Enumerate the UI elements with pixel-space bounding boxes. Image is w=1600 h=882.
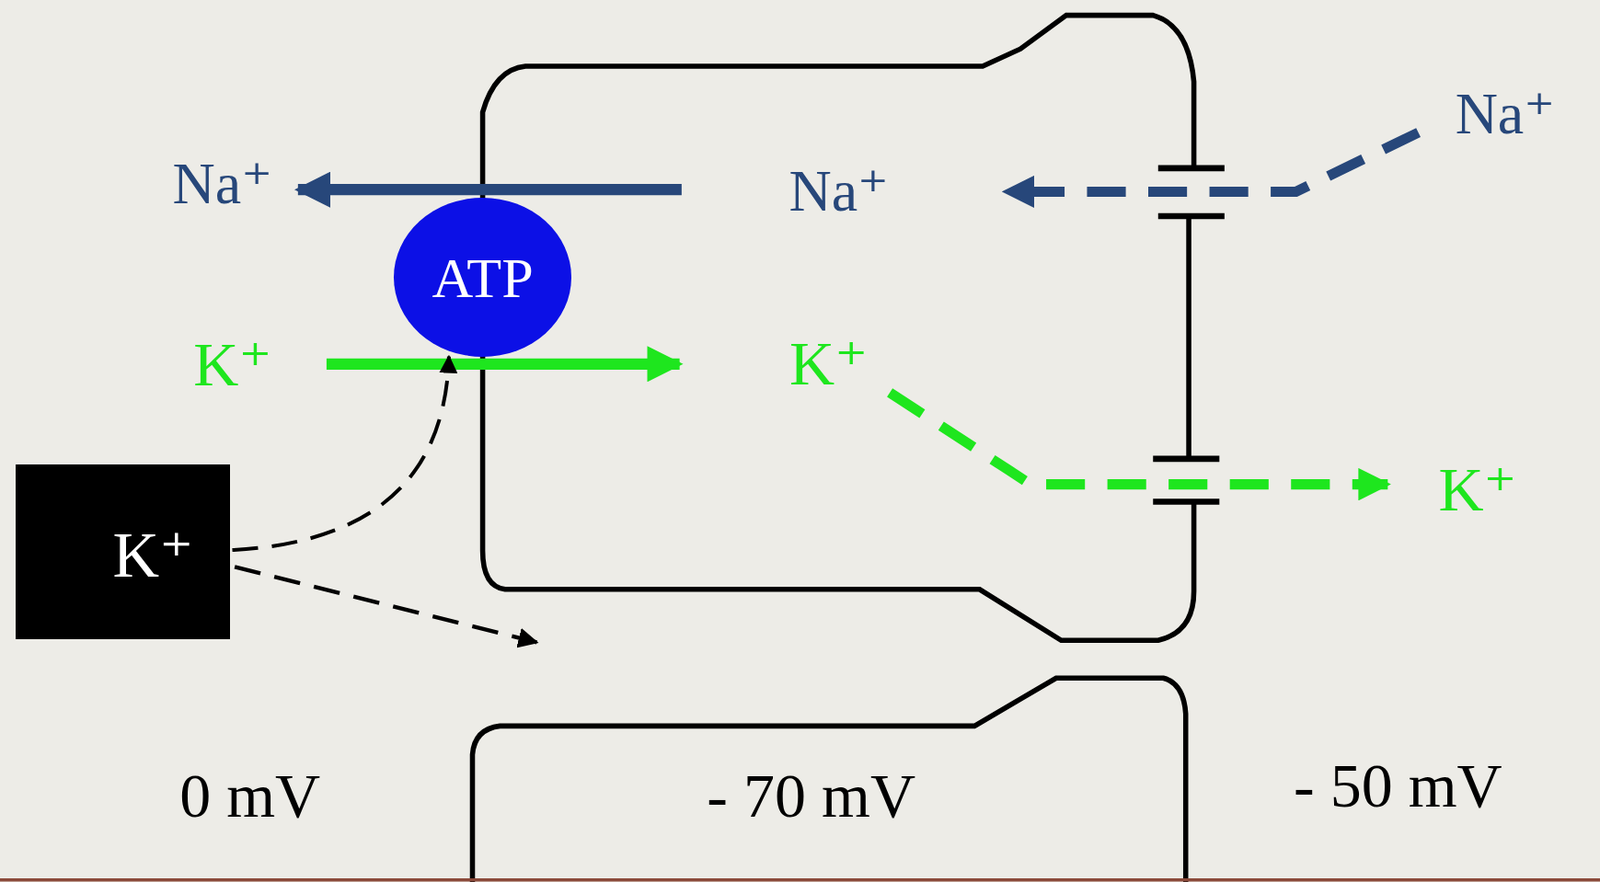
k-diffusion-arrow — [234, 566, 537, 643]
cell-body: Na⁺ K⁺ — [483, 15, 1195, 642]
bottom-rule — [0, 878, 1600, 882]
node-text: Na⁺ — [788, 161, 888, 221]
voltage-label: - 50 mV — [1293, 754, 1503, 818]
k-channel — [1152, 456, 1220, 463]
ion-label: Na⁺ — [1455, 84, 1555, 144]
cell-membrane — [483, 15, 1195, 642]
node-text: - 70 mV — [706, 764, 916, 828]
node-text: K⁺ — [789, 332, 868, 395]
k-efflux-arrow — [889, 392, 1388, 485]
na-channel — [1158, 213, 1225, 220]
ion-label: K⁺ — [193, 333, 272, 396]
ion-label: K⁺ — [1438, 458, 1517, 521]
na-influx-arrow — [1004, 132, 1418, 192]
lower-cell: - 70 mV — [471, 679, 1186, 882]
na-pump-arrow — [298, 184, 682, 196]
potassium-box: K⁺ — [15, 464, 231, 641]
ion-label: Na⁺ — [172, 154, 273, 214]
atp-pump: ATP — [393, 197, 572, 357]
cell-membrane — [1185, 216, 1192, 460]
na-channel — [1158, 165, 1225, 173]
voltage-label: 0 mV — [179, 764, 321, 828]
lower-cell — [471, 678, 1186, 882]
node-text: K⁺ — [113, 523, 195, 588]
node-text: ATP — [431, 249, 533, 307]
k-pump-arrow — [326, 358, 680, 370]
k-channel — [1152, 498, 1220, 506]
